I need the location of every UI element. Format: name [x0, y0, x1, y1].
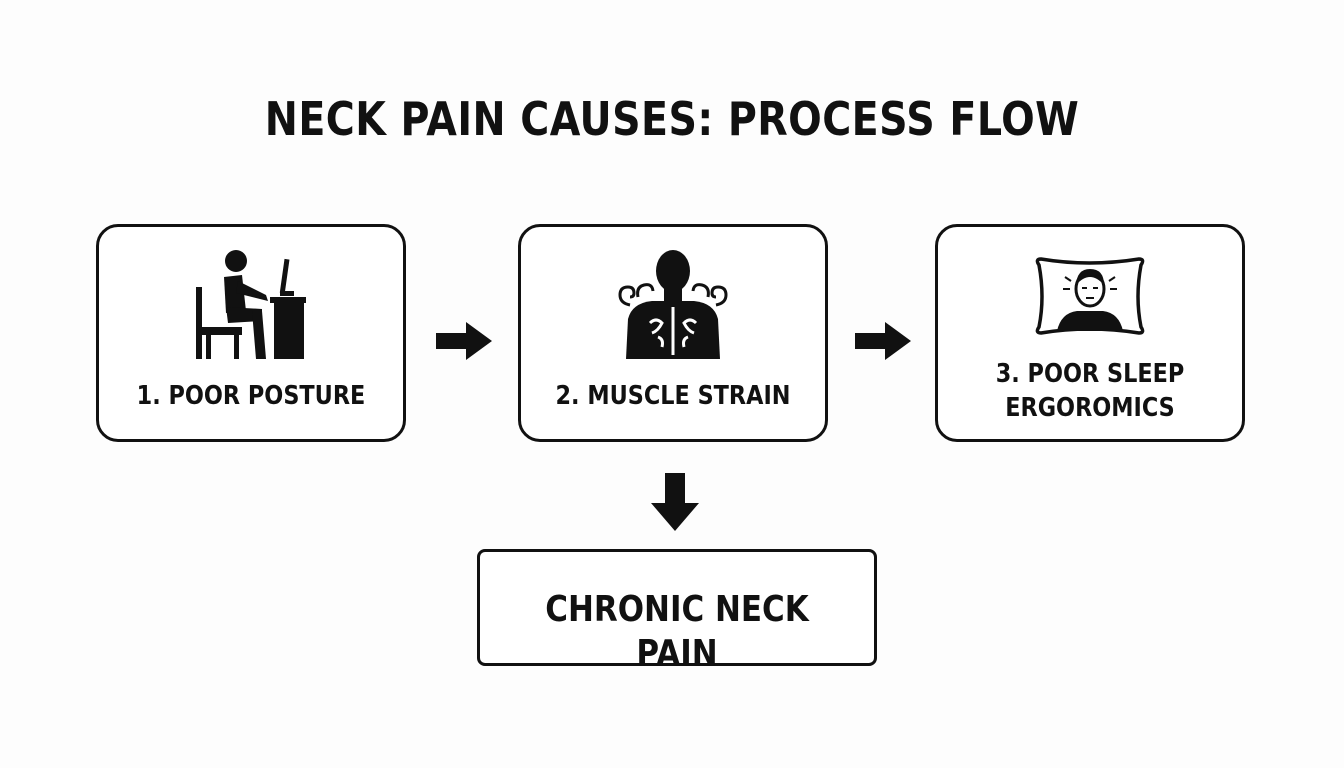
arrow-right-icon — [855, 322, 911, 360]
step-label: 1. POOR POSTURE — [136, 381, 366, 411]
outcome-box: CHRONIC NECK PAIN — [477, 549, 877, 674]
step-box-poor-posture: 1. POOR POSTURE — [96, 224, 406, 442]
step-box-poor-sleep-ergonomics: 3. POOR SLEEP ERGOROMICS — [935, 224, 1245, 442]
step-label: 2. MUSCLE STRAIN — [555, 381, 791, 411]
outcome-label: CHRONIC NECK PAIN — [545, 589, 809, 674]
person-at-desk-icon — [196, 250, 306, 359]
step-label: ERGOROMICS — [1005, 393, 1175, 423]
step-label: 3. POOR SLEEP — [995, 359, 1185, 389]
strained-back-icon — [618, 250, 728, 359]
step-box-muscle-strain: 2. MUSCLE STRAIN — [518, 224, 828, 442]
arrow-down-icon — [651, 473, 699, 531]
arrow-right-icon — [436, 322, 492, 360]
person-on-pillow-icon — [1035, 257, 1145, 335]
diagram-title: NECK PAIN CAUSES: PROCESS FLOW — [264, 92, 1080, 146]
